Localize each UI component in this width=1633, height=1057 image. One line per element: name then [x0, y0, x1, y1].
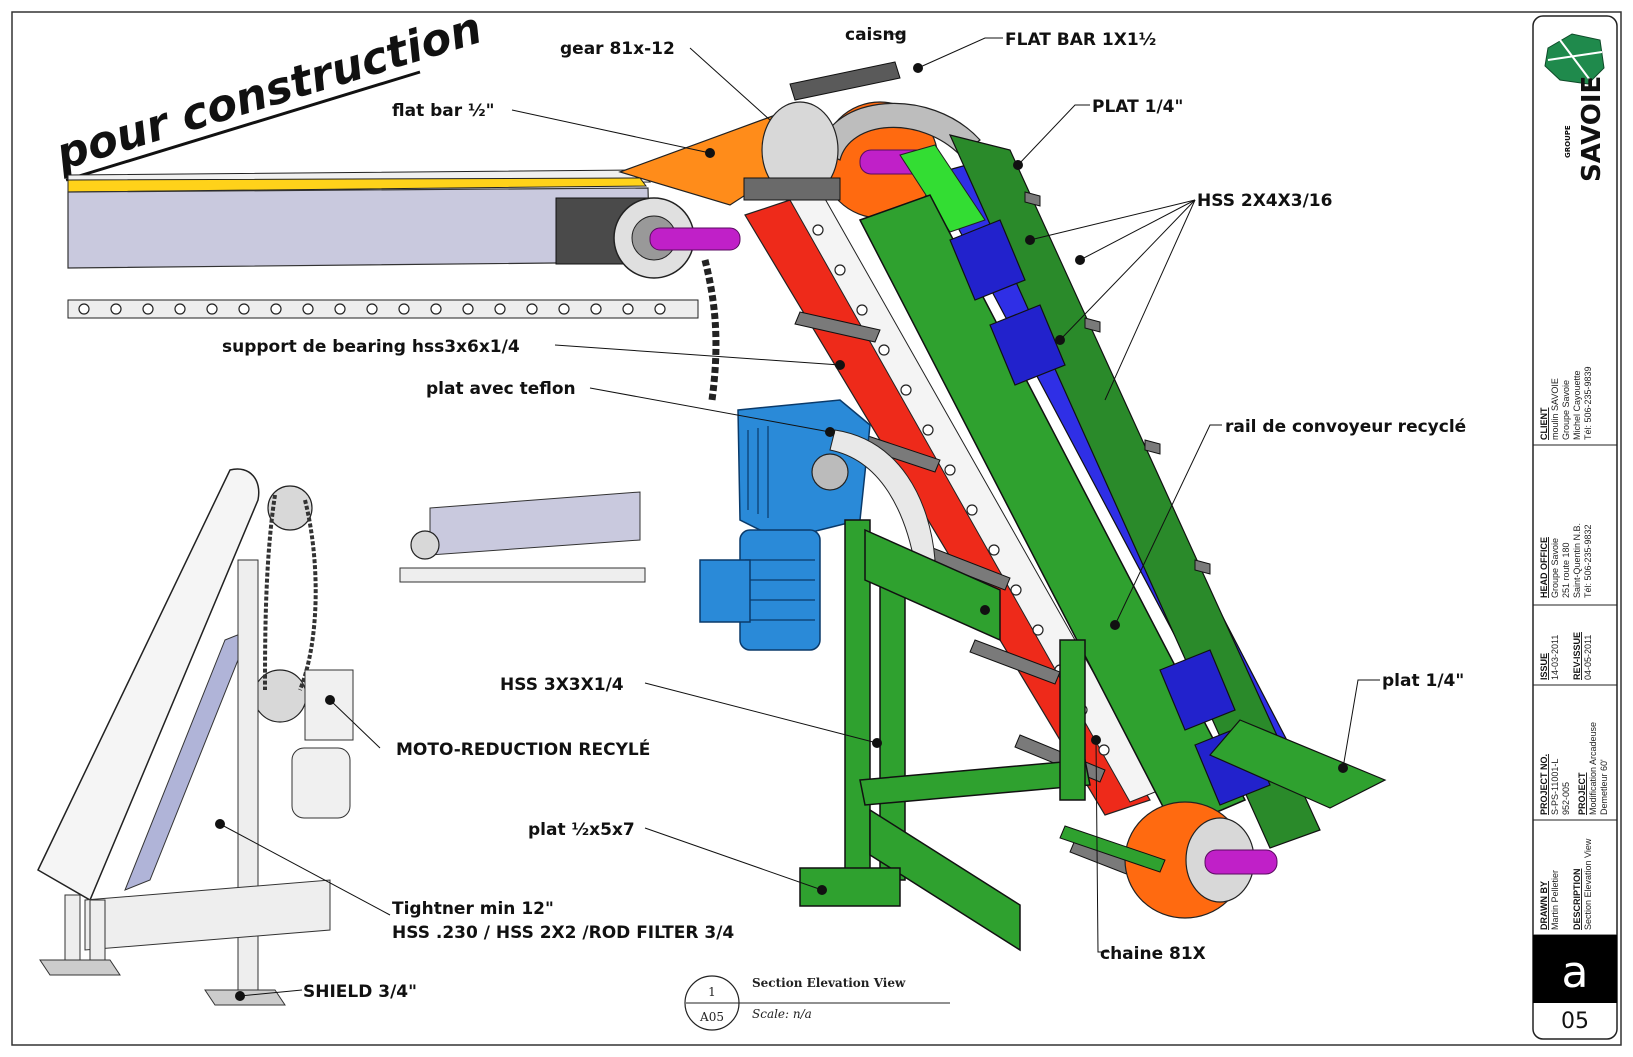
description-value: Section Elevation View	[1583, 838, 1593, 930]
callout-moto-reduction: MOTO-REDUCTION RECYLÉ	[396, 738, 650, 760]
inset-lower-chain	[399, 567, 646, 583]
hanging-chain	[701, 259, 720, 401]
client-line-2: Groupe Savoie	[1561, 380, 1571, 440]
inset-shield	[37, 468, 260, 902]
view-marker: 1 A05 Section Elevation View Scale: n/a	[684, 975, 950, 1031]
head-office-caption: HEAD OFFICE	[1539, 537, 1549, 598]
callout-rail-recycle: rail de convoyeur recyclé	[1225, 417, 1466, 437]
project-no-line-1: S-PS-11001-L	[1550, 759, 1560, 815]
horizontal-conveyor	[67, 169, 741, 401]
green-side-frame	[858, 194, 1247, 831]
issue-caption: ISSUE	[1539, 653, 1549, 680]
view-title: Section Elevation View	[752, 976, 906, 990]
logo-prefix: GROUPE	[1564, 125, 1572, 158]
project-caption: PROJECT	[1577, 772, 1587, 815]
callout-plat-quarter-upper: PLAT 1/4"	[1092, 97, 1183, 117]
stand-base-plate	[799, 867, 901, 907]
head-office-line-4: Tél: 506-235-9832	[1583, 524, 1593, 598]
leader-lines	[219, 33, 1380, 997]
lower-chain-strand	[67, 299, 699, 319]
callout-plat-teflon: plat avec teflon	[426, 379, 576, 399]
title-block: SAVOIE GROUPE CLIENT moulin SAVOIE Group…	[1532, 15, 1618, 1040]
stand-channel-lower	[869, 808, 1021, 952]
project-line-2: Demetleur 60'	[1599, 759, 1609, 815]
inset-base-beam	[84, 879, 331, 951]
stand-cross-brace	[859, 759, 1091, 806]
view-scale: Scale: n/a	[752, 1007, 812, 1021]
inset-rail	[429, 491, 641, 556]
callout-plat-half-5x7: plat ½x5x7	[528, 820, 635, 840]
lower-tail-bar	[1059, 825, 1166, 873]
support-stand	[799, 519, 1091, 952]
callout-hss-3x3: HSS 3X3X1/4	[500, 675, 624, 695]
drawn-by-value: Martin Pelletier	[1550, 870, 1560, 930]
view-marker-number: 1	[708, 985, 716, 999]
drawn-by-caption: DRAWN BY	[1539, 881, 1549, 930]
construction-stamp: pour construction	[49, 3, 487, 181]
callout-shield: SHIELD 3/4"	[303, 982, 417, 1002]
callout-tightner-line2: HSS .230 / HSS 2X2 /ROD FILTER 3/4	[392, 923, 734, 943]
head-office-line-2: 251 route 180	[1561, 542, 1571, 598]
inset-chain-loop	[263, 494, 318, 691]
gearbox-output	[811, 453, 849, 491]
issue-value: 14-03-2011	[1550, 635, 1560, 680]
motor-fins	[745, 559, 815, 621]
sheet-number: 05	[1561, 1009, 1589, 1034]
title-block-frame	[1532, 15, 1618, 1040]
callout-casing: caisng	[845, 25, 907, 45]
casing-flat-bar	[789, 61, 901, 101]
callout-tightner-line1: Tightner min 12"	[392, 899, 554, 919]
sheet-letter-box	[1533, 935, 1617, 1003]
leader-dots	[215, 63, 1348, 1001]
rev-issue-caption: REV-ISSUE	[1572, 632, 1582, 680]
callout-flat-bar-half: flat bar ½"	[392, 101, 495, 121]
sheet-letter: a	[1562, 947, 1589, 998]
client-line-3: Michel Cayouette	[1572, 370, 1582, 440]
bottom-shaft	[1204, 849, 1278, 875]
head-office-line-1: Groupe Savoie	[1550, 538, 1560, 598]
rev-issue-value: 04-05-2011	[1583, 635, 1593, 680]
inset-assembly	[37, 468, 646, 1006]
logo-word: SAVOIE	[1577, 76, 1607, 182]
top-grey-shield	[819, 102, 981, 161]
yellow-top-strip	[67, 177, 647, 193]
callout-support-bearing: support de bearing hss3x6x1/4	[222, 337, 520, 357]
inset-motor	[291, 747, 351, 819]
head-office-line-3: Saint-Quentin N.B.	[1572, 523, 1582, 598]
project-no-line-2: 952-005	[1561, 782, 1571, 815]
top-bearing-block	[743, 177, 841, 201]
project-no-caption: PROJECT NO.	[1539, 754, 1549, 815]
callout-chaine: chaine 81X	[1100, 944, 1206, 964]
callout-plat-quarter-lower: plat 1/4"	[1382, 671, 1464, 691]
inset-foot-right	[204, 989, 286, 1006]
description-caption: DESCRIPTION	[1572, 868, 1582, 930]
stand-rear-post	[1059, 639, 1086, 801]
head-shaft	[649, 227, 741, 251]
motor-body	[739, 529, 821, 651]
inclined-conveyor	[618, 61, 1387, 919]
client-line-1: moulin SAVOIE	[1550, 378, 1560, 440]
project-line-1: Modification Arcadeuse	[1588, 722, 1598, 815]
lower-chain-links	[78, 303, 666, 315]
client-caption: CLIENT	[1539, 407, 1549, 440]
hss-blue-boxes	[949, 219, 1271, 806]
callout-flat-bar-1x: FLAT BAR 1X1½	[1005, 30, 1156, 50]
callout-hss-2x4: HSS 2X4X3/16	[1197, 191, 1332, 211]
gearbox-fins	[747, 426, 769, 518]
inset-gearbox	[304, 669, 354, 741]
stand-channel-upper	[864, 528, 1001, 642]
stamp-underline	[65, 70, 421, 182]
inset-foot-left	[39, 959, 121, 976]
lower-plat-quarter	[1209, 719, 1387, 809]
savoie-logo-icon	[1544, 33, 1605, 85]
sheet-border	[11, 11, 1622, 1046]
motor-terminal-box	[699, 559, 751, 623]
client-line-4: Tél: 506-235-9839	[1583, 366, 1593, 440]
view-marker-sheet: A05	[699, 1010, 724, 1024]
callout-gear: gear 81x-12	[560, 39, 675, 59]
